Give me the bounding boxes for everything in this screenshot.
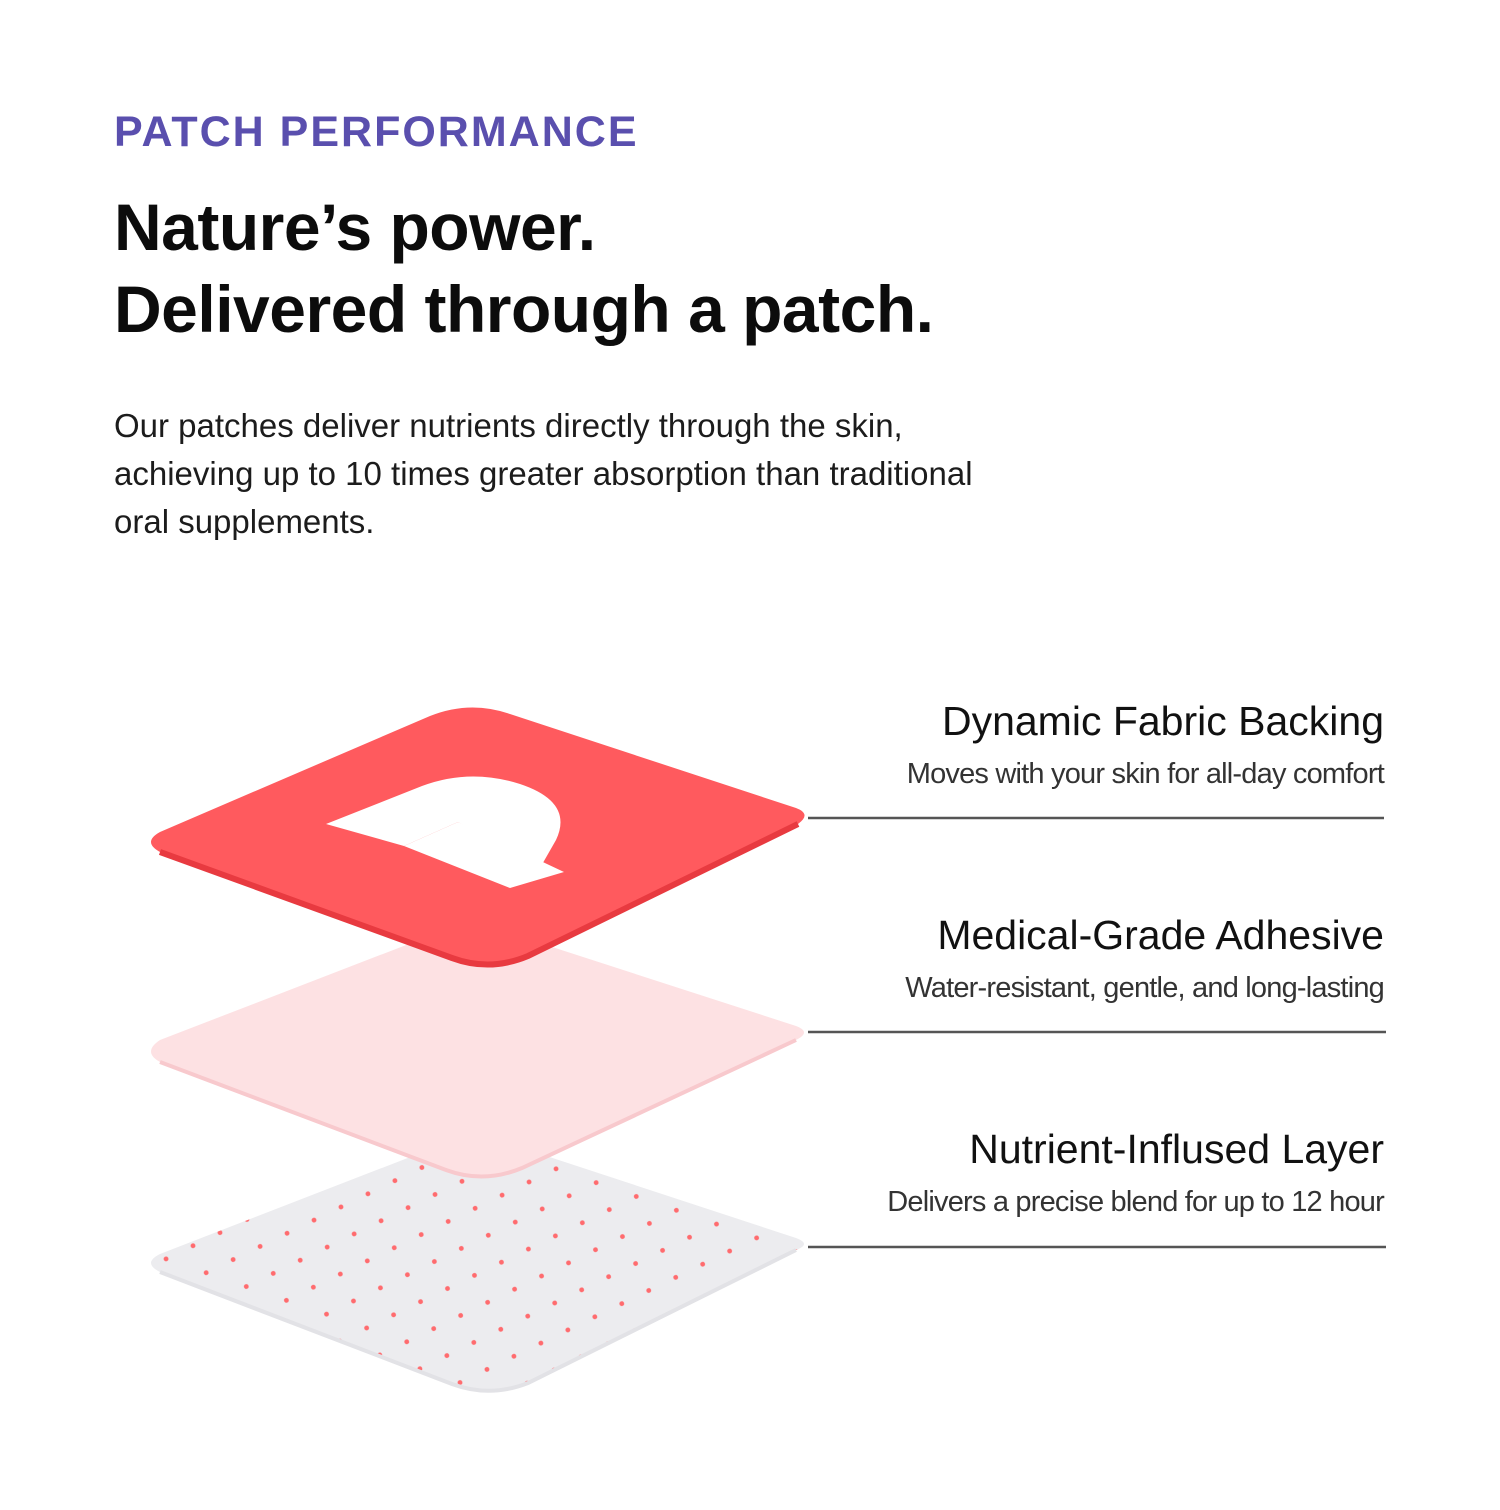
callout-backing: Dynamic Fabric Backing Moves with your s… (764, 696, 1385, 792)
callout-desc-adhesive: Water-resistant, gentle, and long-lastin… (905, 972, 1385, 1004)
headline-line-2: Delivered through a patch. (114, 272, 934, 346)
adhesive-layer (151, 927, 804, 1179)
section-eyebrow: PATCH PERFORMANCE (114, 108, 639, 156)
backing-layer (151, 707, 805, 968)
callout-adhesive: Medical-Grade Adhesive Water-resistant, … (764, 910, 1385, 1006)
callout-desc-backing: Moves with your skin for all-day comfort (906, 758, 1385, 790)
headline: Nature’s power. Delivered through a patc… (114, 186, 934, 350)
headline-line-1: Nature’s power. (114, 190, 596, 264)
callout-desc-nutrient: Delivers a precise blend for up to 12 ho… (887, 1186, 1385, 1218)
callout-nutrient: Nutrient-Inflused Layer Delivers a preci… (764, 1124, 1385, 1220)
body-copy: Our patches deliver nutrients directly t… (114, 407, 973, 540)
brand-logo-icon (326, 776, 564, 888)
callout-title-backing: Dynamic Fabric Backing (941, 698, 1384, 744)
callout-title-adhesive: Medical-Grade Adhesive (937, 912, 1384, 958)
callout-title-nutrient: Nutrient-Inflused Layer (969, 1126, 1384, 1172)
